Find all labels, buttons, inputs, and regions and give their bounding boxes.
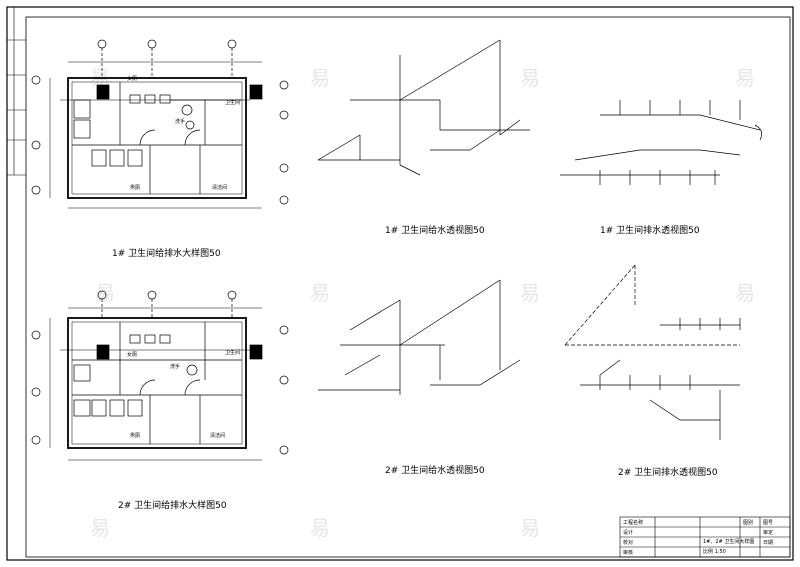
room-label: 卫生间 xyxy=(225,99,240,106)
room-label: 女厕 xyxy=(127,75,137,82)
drawing-frame xyxy=(25,16,791,558)
watermark-layer: 易 易 易 易 易 易 易 易 易 易 易 xyxy=(90,66,755,540)
drawing-title: 2# 卫生间给排水大样图50 xyxy=(118,499,227,511)
binding-strip xyxy=(7,7,26,176)
watermark-glyph: 易 xyxy=(735,66,755,90)
watermark-glyph: 易 xyxy=(520,516,540,540)
title-block-cell: 校对 xyxy=(623,539,633,546)
axo-1-supply xyxy=(317,39,530,176)
room-label: 洗手 xyxy=(170,363,180,370)
plan-2 xyxy=(31,290,289,461)
watermark-glyph: 易 xyxy=(95,281,115,305)
watermark-glyph: 易 xyxy=(310,516,330,540)
title-block-cell: 审定 xyxy=(763,529,773,536)
watermark-glyph: 易 xyxy=(735,281,755,305)
room-label: 男厕 xyxy=(130,185,140,191)
drawing-title: 1# 卫生间给水透视图50 xyxy=(385,224,485,236)
drawing-title: 1# 卫生间给排水大样图50 xyxy=(112,247,221,259)
watermark-glyph: 易 xyxy=(520,66,540,90)
title-block-cell: 审核 xyxy=(623,549,633,556)
title-block-cell: 设计 xyxy=(623,529,633,536)
title-block xyxy=(619,516,791,558)
drawing-title: 2# 卫生间排水透视图50 xyxy=(618,466,718,478)
room-label: 洗手 xyxy=(175,118,185,125)
title-block-cell: 图别 xyxy=(743,519,753,526)
title-block-cell: 日期 xyxy=(763,540,773,546)
room-label: 男厕 xyxy=(130,433,140,439)
drawing-name: 1#、2# 卫生间大样图 xyxy=(703,538,754,545)
plan-1 xyxy=(31,39,289,209)
drawing-title: 1# 卫生间排水透视图50 xyxy=(600,224,700,236)
watermark-glyph: 易 xyxy=(310,281,330,305)
room-label: 卫生间 xyxy=(225,349,240,356)
axo-1-drain xyxy=(560,100,762,185)
axo-2-supply xyxy=(318,279,521,395)
title-block-cell: 工程名称 xyxy=(623,519,643,526)
room-label: 清洁间 xyxy=(210,432,225,439)
drawing-scale: 比例 1:50 xyxy=(703,548,726,555)
axo-2-drain xyxy=(564,264,741,440)
watermark-glyph: 易 xyxy=(310,66,330,90)
drawing-title: 2# 卫生间给水透视图50 xyxy=(385,464,485,476)
sheet-border xyxy=(6,6,794,561)
title-block-cell: 图号 xyxy=(763,520,773,526)
watermark-glyph: 易 xyxy=(520,281,540,305)
room-label: 清洁间 xyxy=(212,184,227,191)
watermark-glyph: 易 xyxy=(90,516,110,540)
room-label: 女厕 xyxy=(127,351,137,358)
